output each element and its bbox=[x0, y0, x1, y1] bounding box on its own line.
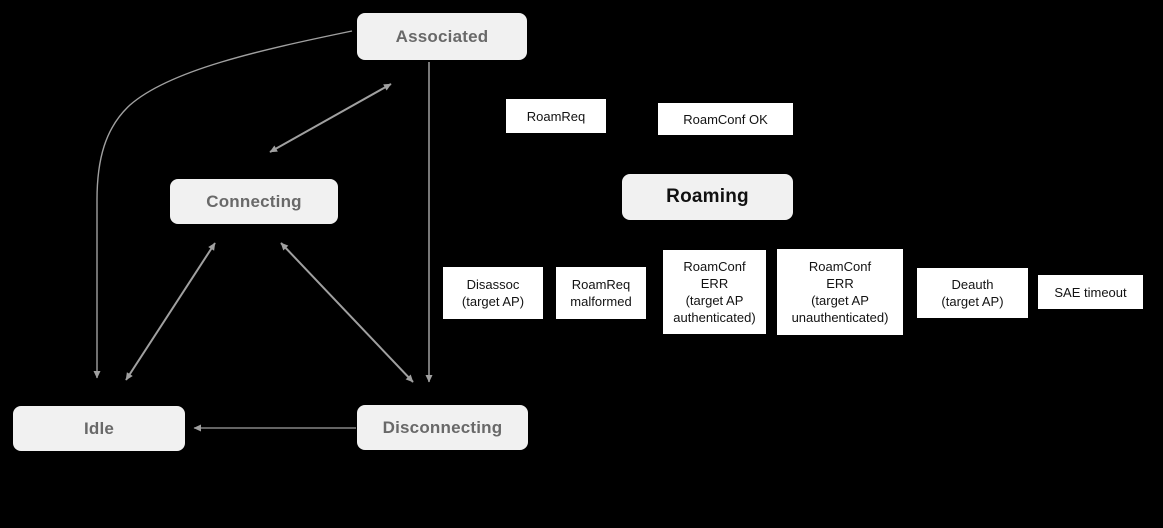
event-label-roamconf-err-unauthenticated: RoamConf ERR (target AP unauthenticated) bbox=[777, 249, 903, 335]
event-label-roamreq: RoamReq bbox=[506, 99, 606, 133]
event-label-sae-timeout: SAE timeout bbox=[1038, 275, 1143, 309]
state-roaming: Roaming bbox=[622, 174, 793, 220]
event-label-roamconf-ok: RoamConf OK bbox=[658, 103, 793, 135]
state-connecting: Connecting bbox=[170, 179, 338, 224]
state-associated: Associated bbox=[357, 13, 527, 60]
state-disconnecting: Disconnecting bbox=[357, 405, 528, 450]
event-label-deauth-target-ap: Deauth (target AP) bbox=[917, 268, 1028, 318]
edge-connecting-idle-bidirectional bbox=[125, 242, 216, 381]
edge-associated-to-idle bbox=[93, 30, 353, 379]
state-idle: Idle bbox=[13, 406, 185, 451]
edge-connecting-associated-bidirectional bbox=[269, 83, 392, 153]
edge-connecting-disconnecting-bidirectional bbox=[280, 242, 414, 383]
event-label-disassoc-target-ap: Disassoc (target AP) bbox=[443, 267, 543, 319]
event-label-roamconf-err-authenticated: RoamConf ERR (target AP authenticated) bbox=[663, 250, 766, 334]
event-label-roamreq-malformed: RoamReq malformed bbox=[556, 267, 646, 319]
